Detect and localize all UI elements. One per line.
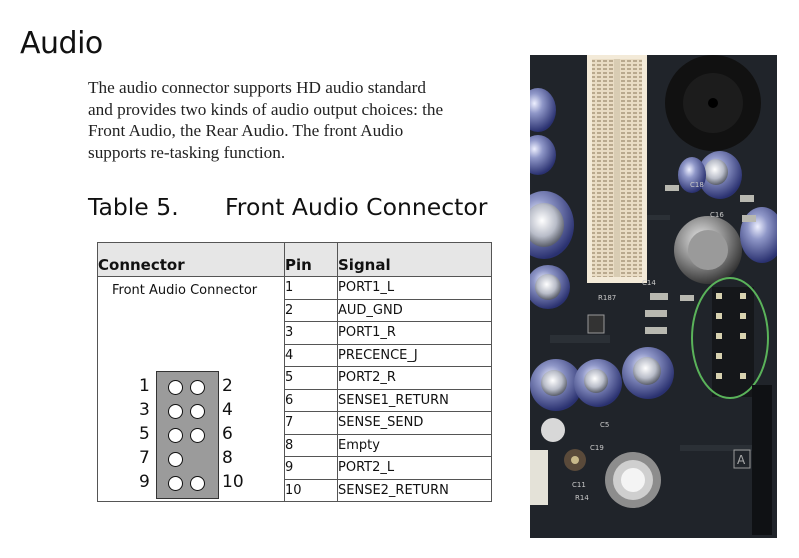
signal-cell: PORT1_R bbox=[337, 321, 492, 345]
pin-cell: 8 bbox=[284, 433, 338, 457]
paragraph-line: Front Audio, the Rear Audio. The front A… bbox=[88, 121, 404, 140]
svg-text:C14: C14 bbox=[642, 279, 656, 287]
table-number: Table 5. bbox=[88, 193, 179, 221]
pin-cell: 5 bbox=[284, 366, 338, 390]
pin-number-left: 1 bbox=[139, 376, 150, 396]
svg-text:C11: C11 bbox=[572, 481, 586, 489]
pin-number-right: 8 bbox=[222, 448, 233, 468]
signal-cell: PORT2_L bbox=[337, 456, 492, 480]
pin-number-left: 7 bbox=[139, 448, 150, 468]
signal-cell: Empty bbox=[337, 433, 492, 457]
signal-cell: PORT1_L bbox=[337, 276, 492, 300]
section-heading: Audio bbox=[20, 26, 103, 61]
table-caption: Table 5. Front Audio Connector bbox=[88, 193, 487, 221]
table-header-row: Connector Pin Signal bbox=[97, 242, 492, 277]
pin-10 bbox=[190, 476, 205, 491]
pin-cell: 4 bbox=[284, 343, 338, 367]
paragraph-line: supports re-tasking function. bbox=[88, 142, 286, 162]
svg-text:R14: R14 bbox=[575, 494, 589, 502]
pin-5 bbox=[168, 428, 183, 443]
table-name: Front Audio Connector bbox=[225, 193, 488, 221]
table-row: Front Audio Connector 1 3 5 7 9 2 4 6 8 … bbox=[97, 276, 492, 502]
pin-number-right: 10 bbox=[222, 472, 244, 492]
svg-text:C5: C5 bbox=[600, 421, 609, 429]
signal-cell: AUD_GND bbox=[337, 298, 492, 322]
svg-text:C16: C16 bbox=[710, 211, 724, 219]
description-paragraph: The audio connector supports HD audio st… bbox=[88, 77, 518, 163]
header-pin: Pin bbox=[284, 242, 338, 277]
pin-cell: 9 bbox=[284, 456, 338, 480]
signal-cell: SENSE_SEND bbox=[337, 411, 492, 435]
pin-7 bbox=[168, 452, 183, 467]
pin-4 bbox=[190, 404, 205, 419]
header-pin-block bbox=[156, 371, 219, 499]
pin-number-left: 3 bbox=[139, 400, 150, 420]
pin-cell: 7 bbox=[284, 411, 338, 435]
front-audio-table: Connector Pin Signal Front Audio Connect… bbox=[97, 242, 492, 502]
svg-text:R187: R187 bbox=[598, 294, 616, 302]
header-connector: Connector bbox=[97, 242, 285, 277]
signal-cell: SENSE1_RETURN bbox=[337, 388, 492, 412]
pin-cell: 10 bbox=[284, 478, 338, 502]
svg-text:C18: C18 bbox=[690, 181, 704, 189]
svg-text:C19: C19 bbox=[590, 444, 604, 452]
motherboard-photo: A R187 C14 C18 C16 C11 R14 C5 C19 bbox=[530, 55, 777, 538]
pin-cell: 6 bbox=[284, 388, 338, 412]
paragraph-line: and provides two kinds of audio output c… bbox=[88, 99, 444, 119]
pin-2 bbox=[190, 380, 205, 395]
pin-cell: 2 bbox=[284, 298, 338, 322]
pin-number-right: 2 bbox=[222, 376, 233, 396]
pin-9 bbox=[168, 476, 183, 491]
pin-cell: 3 bbox=[284, 321, 338, 345]
pin-6 bbox=[190, 428, 205, 443]
header-signal: Signal bbox=[337, 242, 492, 277]
pin-1 bbox=[168, 380, 183, 395]
svg-text:A: A bbox=[737, 453, 746, 467]
pin-number-right: 6 bbox=[222, 424, 233, 444]
connector-diagram-cell: Front Audio Connector 1 3 5 7 9 2 4 6 8 … bbox=[97, 276, 285, 502]
paragraph-line: The audio connector supports HD audio st… bbox=[88, 78, 426, 97]
pin-number-right: 4 bbox=[222, 400, 233, 420]
pin-number-left: 9 bbox=[139, 472, 150, 492]
connector-label: Front Audio Connector bbox=[112, 283, 258, 298]
pin-3 bbox=[168, 404, 183, 419]
signal-cell: SENSE2_RETURN bbox=[337, 478, 492, 502]
signal-cell: PORT2_R bbox=[337, 366, 492, 390]
pin-cell: 1 bbox=[284, 276, 338, 300]
pin-number-left: 5 bbox=[139, 424, 150, 444]
signal-cell: PRECENCE_J bbox=[337, 343, 492, 367]
